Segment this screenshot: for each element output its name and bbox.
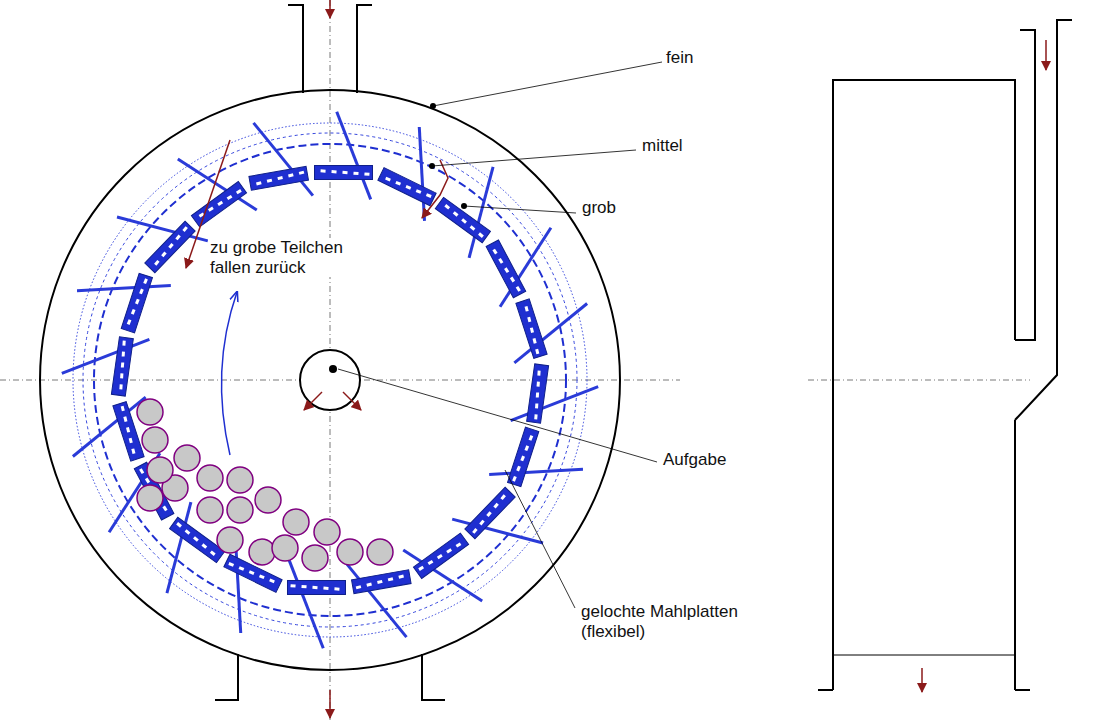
note-label: zu grobe Teilchen fallen zurück bbox=[208, 238, 382, 277]
grinding-ball bbox=[137, 399, 163, 425]
grinding-ball bbox=[142, 427, 168, 453]
grinding-ball bbox=[147, 457, 173, 483]
side-view bbox=[818, 20, 1072, 690]
grinding-ball bbox=[227, 497, 253, 523]
medium-zone bbox=[83, 133, 577, 627]
flow-arrow bbox=[921, 668, 923, 692]
axis bbox=[808, 380, 1030, 381]
plate bbox=[105, 186, 208, 286]
coarse-zone bbox=[94, 144, 566, 616]
plate bbox=[469, 212, 572, 307]
plate bbox=[312, 111, 377, 200]
grinding-ball bbox=[174, 445, 200, 471]
grinding-ball bbox=[337, 539, 363, 565]
plate bbox=[88, 453, 191, 548]
leader-dots bbox=[429, 103, 467, 209]
plate bbox=[162, 138, 257, 241]
grinding-ball bbox=[283, 509, 309, 535]
flow-arrow bbox=[1045, 40, 1047, 70]
grinding-ball bbox=[302, 545, 328, 571]
flow-arrow bbox=[422, 160, 448, 218]
grinding-ball bbox=[227, 467, 253, 493]
plate bbox=[500, 286, 597, 364]
flow-arrow bbox=[343, 392, 361, 410]
flow-arrow bbox=[304, 392, 322, 410]
plate bbox=[61, 333, 150, 398]
zone-label: fein bbox=[664, 48, 695, 68]
fine-zone bbox=[73, 123, 587, 637]
plate bbox=[403, 519, 498, 622]
feed-tube bbox=[300, 350, 360, 410]
plate bbox=[452, 474, 555, 574]
leader-lines bbox=[338, 62, 662, 608]
feed-dot bbox=[329, 365, 337, 373]
housing bbox=[40, 90, 620, 670]
grinding-ball bbox=[137, 485, 163, 511]
grinding-ball bbox=[272, 535, 298, 561]
grinding-ball bbox=[314, 519, 340, 545]
zone-label: grob bbox=[580, 198, 618, 218]
rotation-arrow bbox=[221, 292, 237, 455]
grinding-ball bbox=[367, 539, 393, 565]
plate bbox=[283, 561, 348, 650]
grinding-plates bbox=[61, 111, 600, 650]
part-label: gelochte Mahlplatten (flexibel) bbox=[579, 602, 748, 641]
part-label: Aufgabe bbox=[661, 450, 728, 470]
plate bbox=[236, 113, 314, 210]
flow-arrow bbox=[329, 690, 331, 718]
inlet-pipe bbox=[288, 5, 372, 93]
grinding-ball bbox=[197, 497, 223, 523]
grinding-ball bbox=[217, 527, 243, 553]
grinding-ball bbox=[249, 539, 275, 565]
plate bbox=[511, 362, 600, 427]
grinding-balls bbox=[137, 399, 393, 571]
zone-label: mittel bbox=[640, 136, 685, 156]
flow-arrow bbox=[329, 0, 331, 18]
grinding-ball bbox=[197, 465, 223, 491]
plate bbox=[347, 550, 425, 647]
grinding-ball bbox=[255, 487, 281, 513]
